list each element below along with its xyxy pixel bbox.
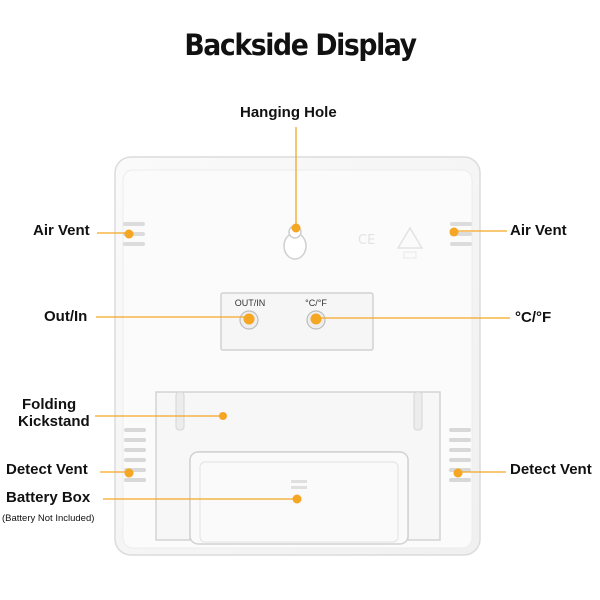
label-folding: Folding	[22, 396, 77, 413]
label-battery-box: Battery Box	[6, 489, 91, 506]
diagram-title: Backside Display	[184, 28, 417, 62]
switch-label-out-in: OUT/IN	[235, 298, 266, 308]
label-air-vent-right: Air Vent	[510, 222, 567, 239]
detect-vent-left	[124, 428, 146, 482]
label-battery-note: (Battery Not Included)	[2, 513, 95, 524]
label-detect-vent-left: Detect Vent	[6, 461, 88, 478]
callout-dots	[124, 223, 463, 504]
dot-out-in	[243, 313, 255, 325]
switch-panel	[220, 292, 374, 351]
label-out-in: Out/In	[44, 308, 88, 325]
dot-detect-left	[124, 468, 134, 478]
label-kickstand: Kickstand	[18, 413, 90, 430]
label-hanging-hole: Hanging Hole	[240, 104, 337, 121]
label-c-f: °C/°F	[515, 309, 552, 326]
dot-air-vent-right	[449, 227, 459, 237]
ce-mark-icon: CE	[358, 233, 375, 248]
callout-lines	[95, 127, 510, 500]
dot-c-f	[310, 313, 322, 325]
dot-detect-right	[453, 468, 463, 478]
switch-label-c-f: °C/°F	[305, 298, 327, 308]
label-air-vent-left: Air Vent	[33, 222, 90, 239]
dot-kickstand	[219, 412, 227, 420]
dot-battery	[292, 494, 302, 504]
dot-air-vent-left	[124, 229, 134, 239]
recycle-triangle-icon	[396, 226, 424, 259]
label-detect-vent-right: Detect Vent	[510, 461, 592, 478]
dot-hanging-hole	[291, 223, 301, 233]
